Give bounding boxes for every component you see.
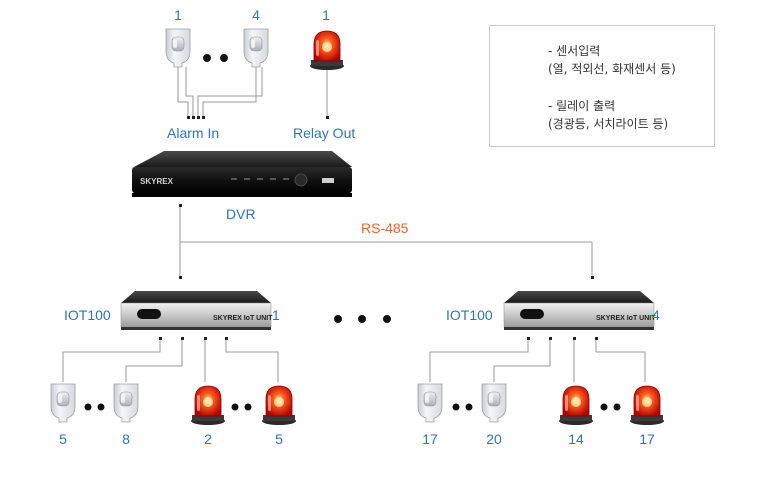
left-relay-first-number: 2: [204, 431, 212, 447]
top-sensor-last: [243, 28, 269, 68]
iot-right-label: IOT100: [446, 307, 493, 323]
top-sensor-last-number: 4: [252, 7, 260, 23]
dvr-device-icon: [132, 151, 352, 197]
ellipsis-dots-icon: [84, 403, 105, 411]
iot-unit-right: [503, 290, 655, 331]
right-relay-last-number: 17: [639, 431, 655, 447]
ellipsis-dots-icon: [452, 403, 473, 411]
legend-sensor-title: - 센서입력: [548, 44, 601, 58]
ellipsis-dots-icon: [334, 315, 391, 323]
legend-box: [489, 25, 715, 147]
iot-left-brand-text: SKYREX IoT UNIT: [213, 315, 273, 322]
warning-light-icon: [261, 385, 297, 426]
legend-sensor-desc: (열, 적외선, 화재센서 등): [548, 62, 676, 76]
right-relay-first-number: 14: [568, 431, 584, 447]
ellipsis-dots-icon: [600, 403, 621, 411]
pir-sensor-icon: [50, 383, 76, 423]
bus-pins: [179, 204, 594, 279]
iot-unit-left: [120, 290, 272, 331]
legend-relay-desc: (경광등, 서치라이트 등): [548, 117, 669, 131]
rs485-label: RS-485: [361, 220, 409, 236]
dvr-label: DVR: [226, 206, 256, 222]
relay-out-label: Relay Out: [293, 125, 356, 141]
alarm-in-wiring: [177, 67, 328, 118]
iot-left-label: IOT100: [64, 307, 111, 323]
ellipsis-dots-icon: [231, 403, 252, 411]
iot-right-brand-text: SKYREX IoT UNIT: [596, 315, 656, 322]
right-sensor-last-number: 20: [486, 431, 502, 447]
iot-left-wiring: [62, 340, 279, 382]
alarm-in-label: Alarm In: [167, 125, 220, 141]
pir-sensor-icon: [417, 383, 443, 423]
iot-right-wiring: [429, 340, 646, 382]
legend-relay-title: - 릴레이 출력: [548, 99, 616, 113]
right-sensor-first-number: 17: [422, 431, 438, 447]
pir-sensor-icon: [481, 383, 507, 423]
left-relay-last-number: 5: [275, 431, 283, 447]
alarm-in-pins: [187, 116, 329, 119]
pir-sensor-icon: [113, 383, 139, 423]
ellipsis-dots-icon: [203, 54, 228, 62]
top-sensor-first-number: 1: [174, 7, 182, 23]
warning-light-icon: [629, 385, 665, 426]
iot-left-pins: [159, 337, 228, 340]
dvr-brand-text: SKYREX: [140, 177, 174, 186]
left-sensor-last-number: 8: [122, 431, 130, 447]
relay-out-number: 1: [322, 7, 330, 23]
rs485-bus: [179, 205, 593, 278]
iot-right-number: 4: [652, 307, 660, 323]
top-relay-out-light: [309, 30, 345, 71]
left-sensor-first-number: 5: [59, 431, 67, 447]
warning-light-icon: [190, 385, 226, 426]
iot-right-pins: [527, 337, 598, 340]
top-sensor-first: [165, 28, 191, 68]
warning-light-icon: [558, 385, 594, 426]
iot-left-number: 1: [272, 307, 280, 323]
